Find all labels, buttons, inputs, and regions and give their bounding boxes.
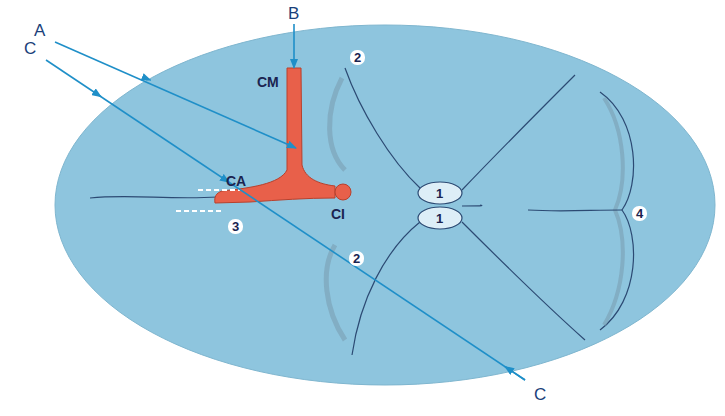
view-letter: B	[288, 5, 299, 22]
callout-number: 1	[432, 211, 447, 226]
callout-number: 1	[432, 186, 447, 201]
view-letter: C	[24, 40, 36, 57]
view-letter: A	[34, 22, 45, 39]
view-letter: C	[534, 386, 546, 403]
section-outline	[55, 25, 715, 385]
part-label: CM	[257, 75, 279, 89]
part-label: CI	[331, 207, 345, 221]
callout-number: 2	[349, 251, 364, 266]
callout-number: 3	[228, 219, 243, 234]
callout-number: 4	[632, 206, 647, 221]
callout-number: 2	[350, 50, 365, 65]
part-label: CA	[226, 174, 246, 188]
